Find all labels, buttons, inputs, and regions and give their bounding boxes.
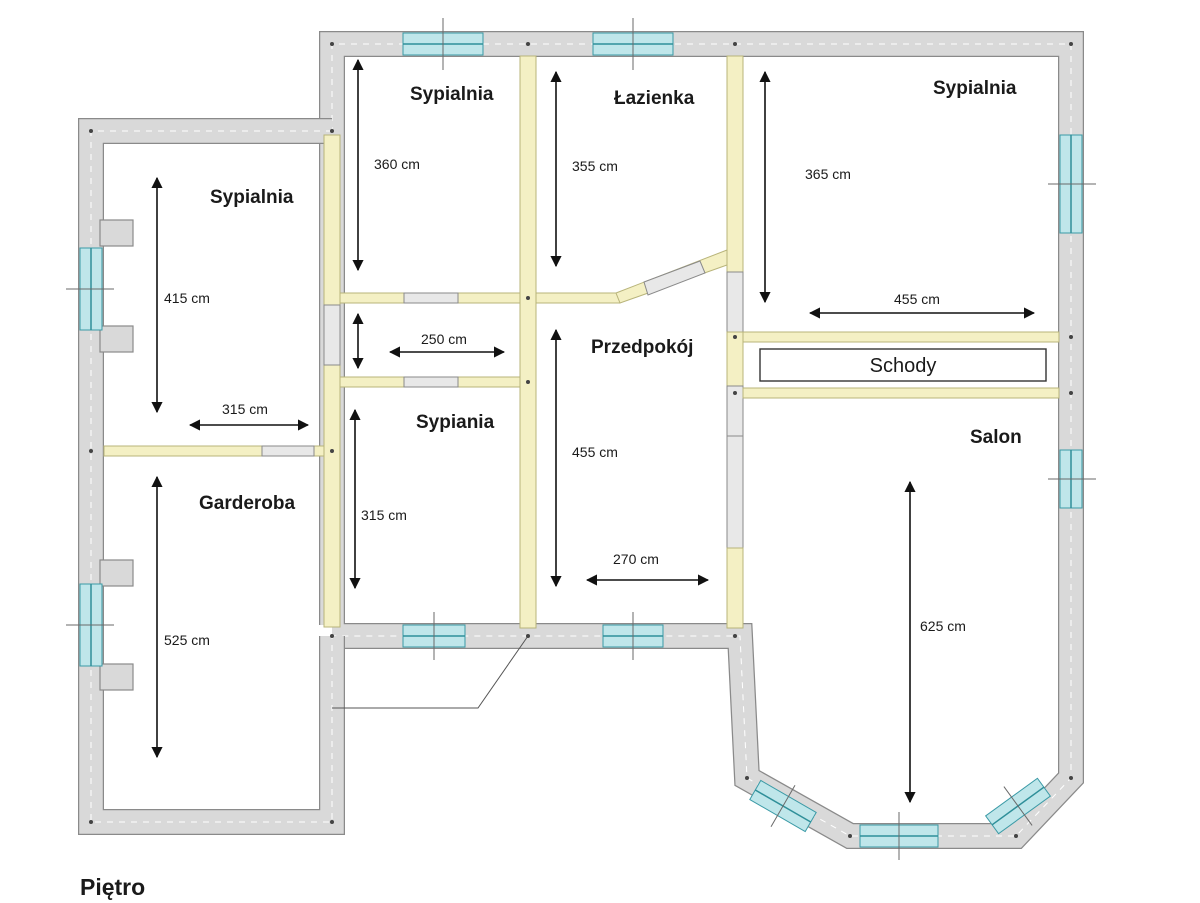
window-bay-bottom — [859, 812, 939, 860]
room-label-living-room: Salon — [970, 427, 1022, 448]
dim-label: 455 cm — [894, 291, 940, 307]
dim-label: 455 cm — [572, 444, 618, 460]
dimension-arrows — [151, 58, 1036, 804]
partitions — [103, 55, 1060, 629]
window-top-1 — [402, 18, 484, 70]
dim-label: 365 cm — [805, 166, 851, 182]
dim-label: 250 cm — [421, 331, 467, 347]
dim-label: 355 cm — [572, 158, 618, 174]
dim-label: 315 cm — [222, 401, 268, 417]
stairs-label: Schody — [870, 355, 937, 377]
window-right-1 — [1048, 134, 1096, 234]
window-top-2 — [592, 18, 674, 70]
windows — [66, 18, 1096, 860]
window-bottom-2 — [602, 612, 664, 660]
dim-label: 625 cm — [920, 618, 966, 634]
room-label-hallway: Przedpokój — [591, 337, 693, 358]
window-left-2 — [66, 583, 114, 667]
room-label-bedroom-top-right: Sypialnia — [933, 78, 1017, 99]
room-label-bedroom-middle: Sypiania — [416, 412, 495, 433]
dim-label: 270 cm — [613, 551, 659, 567]
room-label-bedroom-left: Sypialnia — [210, 187, 294, 208]
dim-label: 360 cm — [374, 156, 420, 172]
window-left-1 — [66, 247, 114, 331]
room-label-wardrobe: Garderoba — [199, 493, 296, 514]
dim-label: 415 cm — [164, 290, 210, 306]
window-bottom-1 — [402, 612, 466, 660]
room-label-bedroom-top-left: Sypialnia — [410, 84, 494, 105]
dim-label: 315 cm — [361, 507, 407, 523]
floor-label: Piętro — [80, 874, 145, 900]
stairs-box — [759, 348, 1047, 382]
window-bay-left — [749, 779, 817, 833]
window-right-2 — [1048, 449, 1096, 509]
dim-label: 525 cm — [164, 632, 210, 648]
window-bay-right — [984, 777, 1052, 835]
wall-nodes — [89, 42, 1073, 838]
room-label-bathroom: Łazienka — [614, 88, 695, 109]
leader-line — [332, 635, 529, 709]
